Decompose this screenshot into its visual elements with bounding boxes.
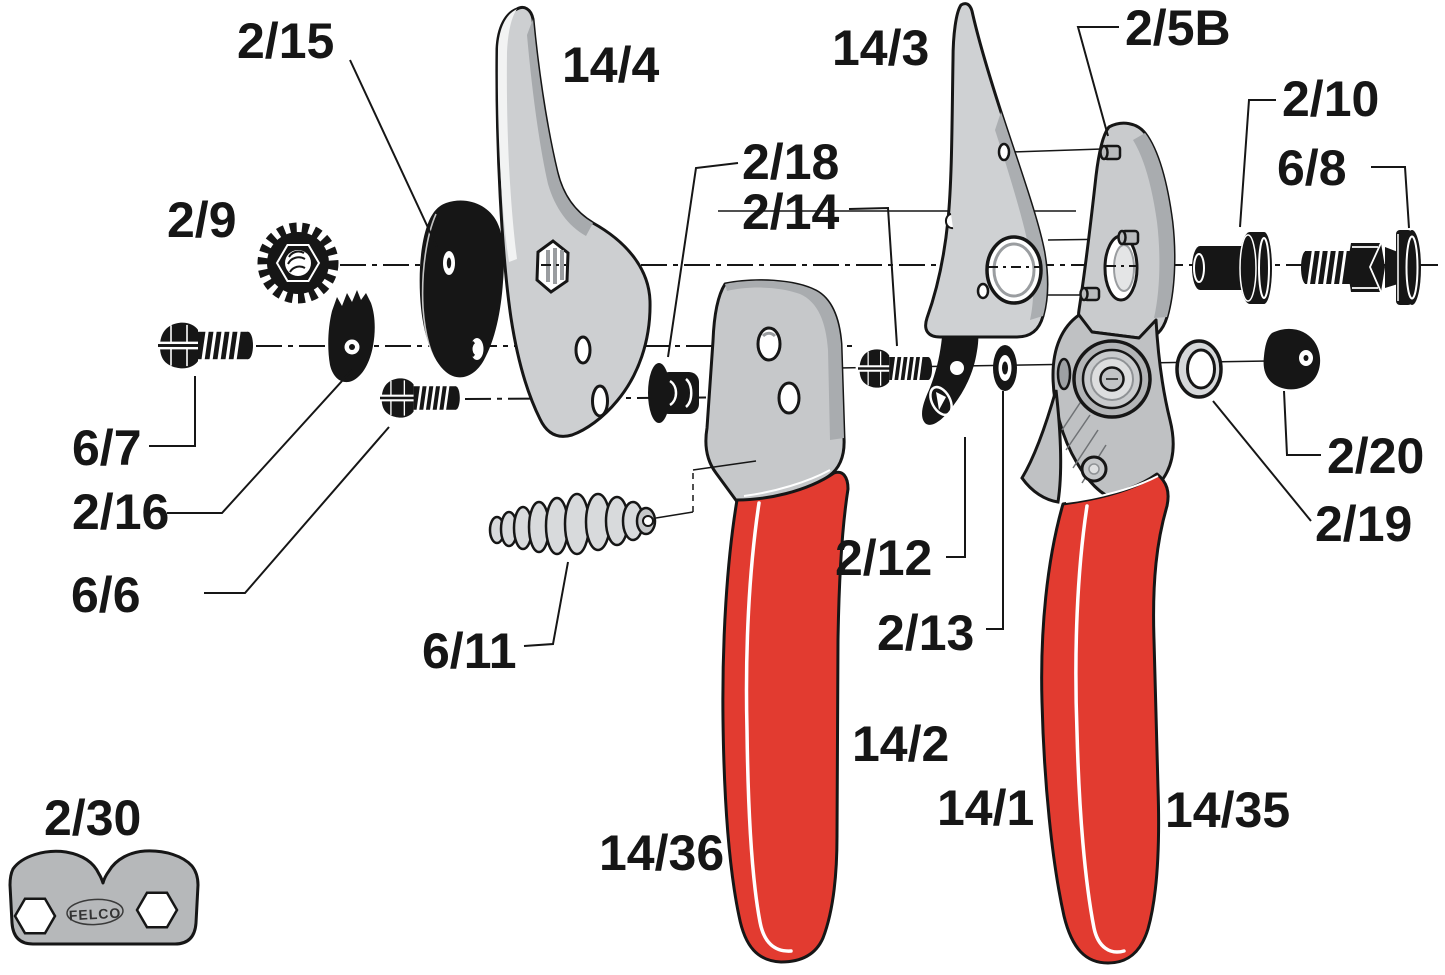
part-label-14-35: 14/35 [1165,782,1290,838]
part-14-35-grip [1040,472,1170,965]
part-label-6-6: 6/6 [71,567,141,623]
part-label-2-15: 2/15 [237,13,334,69]
part-6-8-pivot-bolt [1301,230,1421,305]
felco-logo-oval [66,898,124,926]
head-studs [1079,144,1140,302]
leader-2-14 [848,206,898,347]
part-2-30-wrench: FELCO [8,849,200,946]
part-label-2-12: 2/12 [835,530,932,586]
part-label-2-20: 2/20 [1327,428,1424,484]
leader-2-13 [986,391,1004,630]
part-label-2-9: 2/9 [167,192,237,248]
leader-2-18 [667,162,739,358]
part-6-6-screw [376,377,461,419]
leader-lines [149,26,1410,647]
leader-6-8 [1371,166,1410,229]
leader-6-7 [149,376,196,447]
part-label-2-10: 2/10 [1282,71,1379,127]
part-2-18-bumper [648,363,699,423]
leader-2-15 [349,59,438,248]
part-2-10-bushing [1192,232,1272,304]
part-label-14-4: 14/4 [562,37,660,93]
part-label-2-19: 2/19 [1315,496,1412,552]
part-14-1-right-handle [1020,121,1176,965]
part-labels: 2/15 14/4 14/3 2/5B 2/10 6/8 2/9 2/18 2/… [44,0,1424,881]
leader-2-19 [1212,400,1312,522]
part-label-2-14: 2/14 [742,184,840,240]
stud-line-top [1010,148,1103,153]
part-2-13-washer [993,345,1017,391]
part-14-3-anvil-blade [924,2,1049,339]
part-2-20-cap [1263,328,1321,390]
part-2-14-screw [855,348,933,389]
axis-overlay-dashes [541,264,1136,268]
part-label-6-8: 6/8 [1277,140,1347,196]
leader-2-10 [1239,99,1276,228]
part-2-15-cam-plate [419,200,504,378]
part-2-19-ring [1175,339,1223,399]
part-label-6-7: 6/7 [72,420,142,476]
part-14-2-left-handle [704,279,850,964]
part-label-6-11: 6/11 [422,623,517,679]
leader-2-16 [167,369,353,514]
felco-logo-text: FELCO [68,905,121,924]
part-label-14-3: 14/3 [832,20,929,76]
pivot-boss [1072,339,1152,419]
leader-2-20 [1283,390,1321,456]
leader-2-5B [1076,26,1119,137]
part-2-16-toothed-catch [328,290,375,383]
part-6-11-spring [488,492,657,556]
leader-2-12 [946,437,966,558]
part-14-36-grip [721,470,850,964]
spring-position-line [655,460,757,519]
part-14-4-cutting-blade [495,5,652,438]
part-2-9-adjusting-gear-nut [257,222,339,304]
part-label-2-18: 2/18 [742,134,839,190]
part-label-14-36: 14/36 [599,825,724,881]
part-label-14-2: 14/2 [852,716,949,772]
part-label-2-30: 2/30 [44,790,141,846]
wrench-hex-hole-right [135,891,179,929]
leader-6-11 [523,561,569,647]
part-label-14-1: 14/1 [937,780,1034,836]
wrench-hex-hole-left [13,897,57,935]
part-label-2-5B: 2/5B [1125,0,1231,56]
part-label-2-16: 2/16 [72,484,169,540]
part-label-2-13: 2/13 [877,605,974,661]
part-6-7-screw [154,321,254,370]
leader-6-6 [204,426,390,594]
